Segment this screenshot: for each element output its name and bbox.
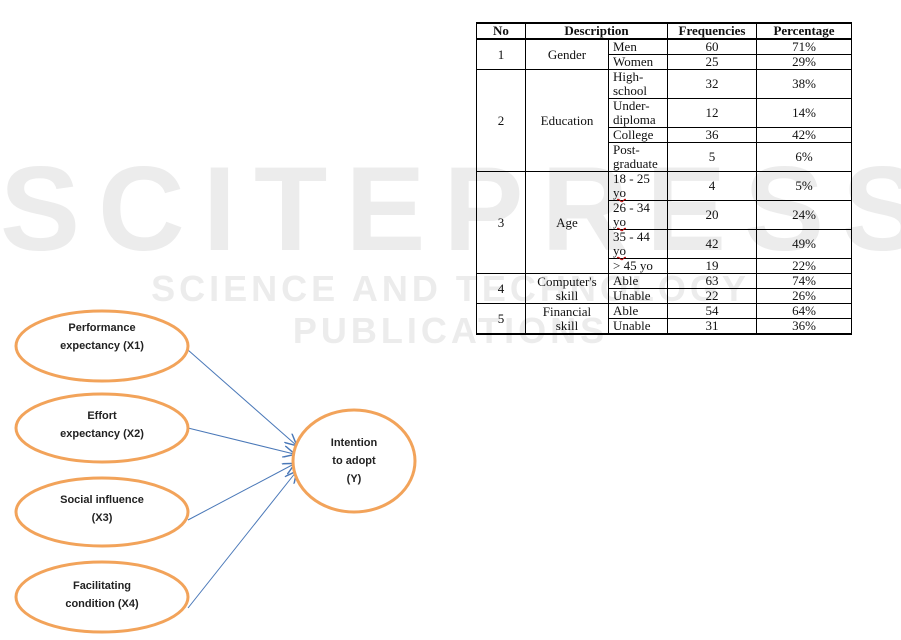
- option-cell: Unable: [608, 288, 668, 304]
- header-frequencies: Frequencies: [667, 22, 757, 40]
- percentage-cell: 36%: [756, 318, 852, 335]
- option-cell: Post-graduate: [608, 142, 668, 172]
- table-row: College 36 42%: [477, 127, 852, 143]
- percentage-cell: 5%: [756, 171, 852, 201]
- arrow-x4-y: [187, 472, 296, 609]
- percentage-cell: 74%: [756, 273, 852, 289]
- frequency-cell: 12: [667, 98, 757, 128]
- node-x3: [14, 476, 190, 548]
- percentage-cell: 6%: [756, 142, 852, 172]
- header-no: No: [476, 22, 526, 40]
- percentage-cell: 42%: [756, 127, 852, 143]
- percentage-cell: 38%: [756, 69, 852, 99]
- table-row: Unable 31 36%: [477, 318, 852, 335]
- respondent-profile-table: No Description Frequencies Percentage 1 …: [476, 22, 852, 335]
- option-cell: Able: [608, 273, 668, 289]
- table-row: 1 Gender Men 60 71%: [476, 38, 852, 70]
- group-no: 3: [476, 171, 526, 274]
- option-cell: Able: [608, 303, 668, 319]
- header-percentage: Percentage: [756, 22, 852, 40]
- node-x1-label: Performance expectancy (X1): [60, 322, 144, 352]
- percentage-cell: 71%: [756, 38, 852, 55]
- group-label: Education: [525, 69, 609, 172]
- option-cell: Men: [608, 38, 668, 55]
- frequency-cell: 63: [667, 273, 757, 289]
- node-x2-label: Effort expectancy (X2): [60, 410, 144, 440]
- percentage-cell: 22%: [756, 258, 852, 274]
- frequency-cell: 54: [667, 303, 757, 319]
- option-cell: College: [608, 127, 668, 143]
- option-cell: Women: [608, 54, 668, 70]
- option-cell: > 45 yo: [608, 258, 668, 274]
- percentage-cell: 24%: [756, 200, 852, 230]
- arrow-x3-y: [187, 464, 294, 521]
- option-cell: Unable: [608, 318, 668, 335]
- group-no: 4: [476, 273, 526, 304]
- frequency-cell: 42: [667, 229, 757, 259]
- group-no: 1: [476, 38, 526, 70]
- group-no: 5: [476, 303, 526, 335]
- percentage-cell: 29%: [756, 54, 852, 70]
- node-x4: [14, 560, 190, 634]
- frequency-cell: 25: [667, 54, 757, 70]
- group-label: Age: [525, 171, 609, 274]
- frequency-cell: 22: [667, 288, 757, 304]
- frequency-cell: 60: [667, 38, 757, 55]
- percentage-cell: 26%: [756, 288, 852, 304]
- option-cell: High-school: [608, 69, 668, 99]
- percentage-cell: 49%: [756, 229, 852, 259]
- frequency-cell: 20: [667, 200, 757, 230]
- diagram-arrows: [187, 349, 296, 609]
- node-x4-label: Facilitating condition (X4): [65, 580, 139, 610]
- arrow-x1-y: [187, 349, 296, 445]
- frequency-cell: 19: [667, 258, 757, 274]
- frequency-cell: 4: [667, 171, 757, 201]
- group-label: Gender: [525, 38, 609, 70]
- frequency-cell: 32: [667, 69, 757, 99]
- table-header-row: No Description Frequencies Percentage: [476, 22, 852, 40]
- table-row: 2 Education High-school 32 38%: [476, 69, 852, 172]
- frequency-cell: 31: [667, 318, 757, 335]
- node-x3-label: Social influence (X3): [60, 494, 144, 524]
- option-cell: Under-diploma: [608, 98, 668, 128]
- node-x1: [14, 309, 190, 383]
- node-x2: [14, 392, 190, 464]
- percentage-cell: 14%: [756, 98, 852, 128]
- node-y-label: Intention to adopt (Y): [330, 437, 378, 485]
- frequency-cell: 36: [667, 127, 757, 143]
- table-row: Unable 22 26%: [477, 288, 852, 304]
- group-no: 2: [476, 69, 526, 172]
- diagram-nodes: [14, 309, 417, 634]
- header-description: Description: [525, 22, 668, 40]
- node-y: [291, 408, 417, 514]
- percentage-cell: 64%: [756, 303, 852, 319]
- arrow-x2-y: [187, 427, 294, 454]
- frequency-cell: 5: [667, 142, 757, 172]
